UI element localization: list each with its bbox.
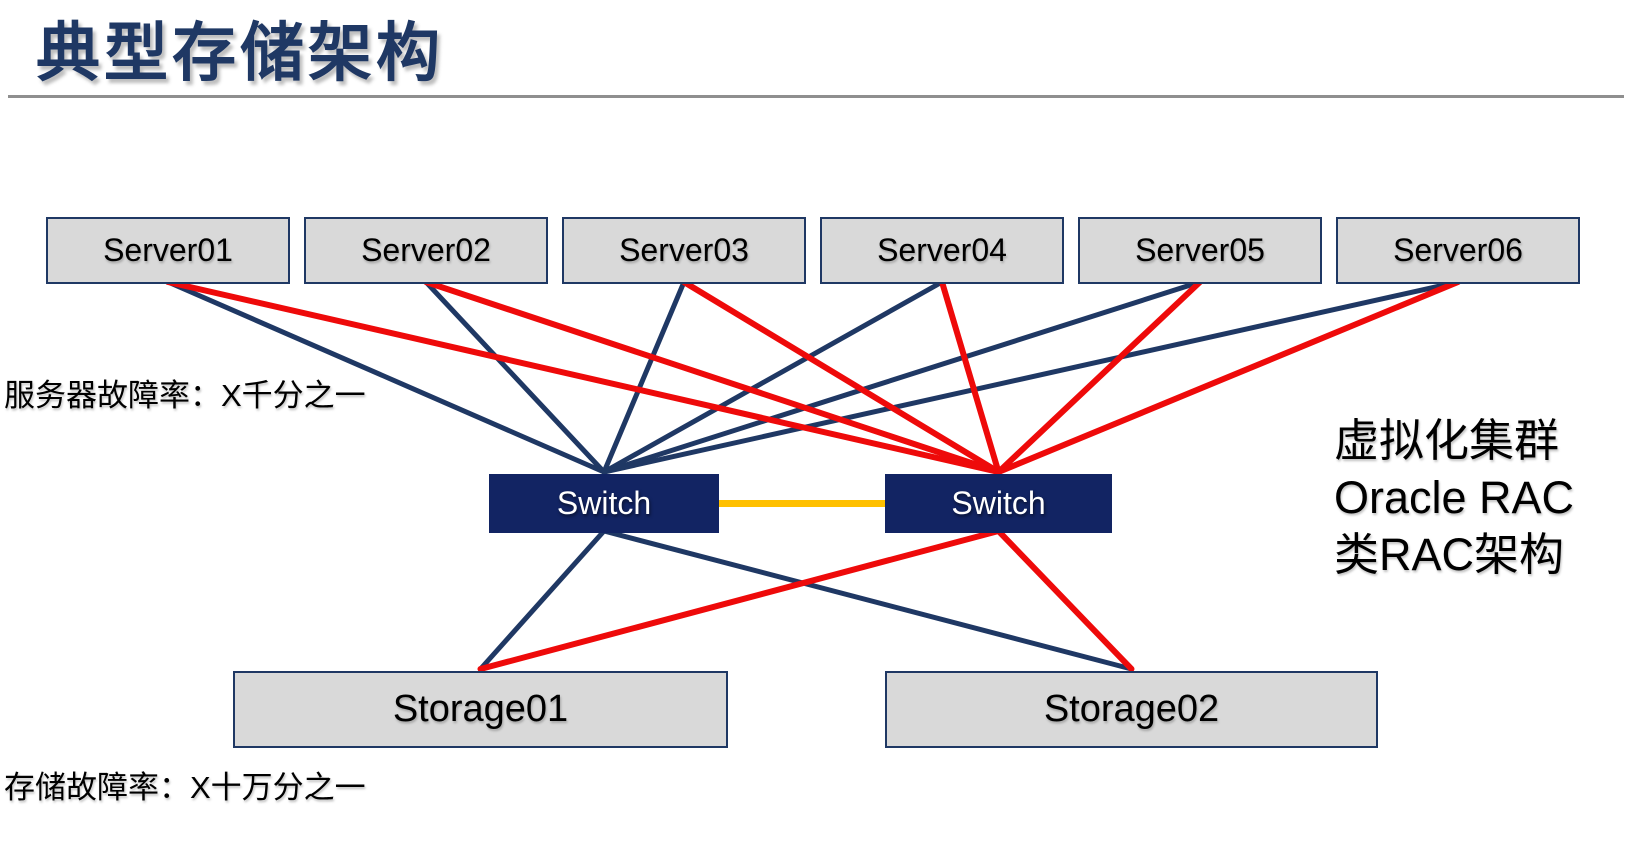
server02-box: Server02: [304, 217, 548, 284]
cluster-note-line-3: 类RAC架构: [1334, 529, 1565, 580]
server02-label: Server02: [361, 232, 491, 268]
server03-box: Server03: [562, 217, 806, 284]
link-switch1-storage02: [601, 528, 1134, 672]
link-server04-switch1: [601, 279, 945, 475]
link-server02-switch2: [423, 279, 1002, 475]
link-server06-switch2: [995, 279, 1461, 475]
link-server01-switch2: [165, 279, 1002, 475]
server05-box: Server05: [1078, 217, 1322, 284]
server05-label: Server05: [1135, 232, 1265, 268]
link-server03-switch2: [681, 279, 1002, 475]
server04-box: Server04: [820, 217, 1064, 284]
page-title: 典型存储架构: [36, 17, 444, 89]
storage02-label: Storage02: [1043, 688, 1220, 730]
link-server03-switch1: [601, 279, 687, 475]
switch1-label: Switch: [556, 485, 652, 521]
storage01-box: Storage01: [233, 671, 728, 748]
server01-box: Server01: [46, 217, 290, 284]
link-switch1-storage01: [478, 528, 607, 672]
link-server05-switch1: [601, 279, 1203, 475]
switch2-label: Switch: [951, 485, 1046, 521]
storage-failure-rate-note: 存储故障率：X十万分之一: [4, 770, 366, 805]
server06-box: Server06: [1336, 217, 1580, 284]
link-server02-switch1: [423, 279, 607, 475]
link-switch2-storage01: [477, 528, 1002, 672]
cluster-note: 虚拟化集群 Oracle RAC 类RAC架构: [1334, 412, 1574, 583]
cluster-note-line-2: Oracle RAC: [1334, 472, 1575, 523]
server06-label: Server06: [1393, 232, 1523, 268]
server03-label: Server03: [619, 232, 749, 268]
link-server04-switch2: [939, 279, 1002, 475]
title-divider: [8, 95, 1624, 98]
switch1-box: Switch: [489, 474, 719, 533]
storage01-label: Storage01: [392, 688, 569, 730]
link-server06-switch1: [601, 279, 1461, 475]
storage02-box: Storage02: [885, 671, 1378, 748]
server04-label: Server04: [877, 232, 1007, 268]
link-server01-switch1: [165, 279, 607, 475]
link-switch2-storage02: [995, 528, 1135, 672]
server-failure-rate-note: 服务器故障率：X千分之一: [4, 378, 366, 413]
server01-label: Server01: [103, 232, 233, 268]
link-server05-switch2: [995, 279, 1203, 475]
cluster-note-line-1: 虚拟化集群: [1334, 415, 1560, 466]
switch2-box: Switch: [885, 474, 1112, 533]
